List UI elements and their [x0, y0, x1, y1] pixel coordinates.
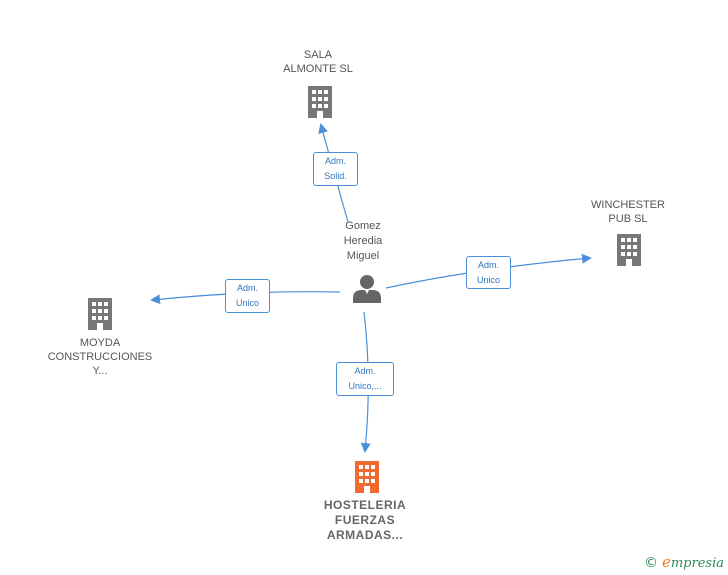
center-person-name[interactable]: Gomez Heredia Miguel — [343, 220, 383, 262]
node-label-sala[interactable]: SALA ALMONTE SL — [283, 49, 353, 75]
node-label-moyda[interactable]: MOYDA CONSTRUCCIONES Y... — [47, 337, 153, 377]
edge-label-hosteleria: Adm. Unico,... — [336, 362, 394, 396]
brand-logo-e: e — [661, 553, 671, 571]
person-icon[interactable] — [351, 273, 383, 303]
building-icon[interactable] — [305, 84, 335, 120]
brand-name: mpresia — [670, 556, 724, 571]
building-icon[interactable] — [85, 296, 115, 332]
building-icon[interactable] — [614, 232, 644, 268]
node-label-winchester[interactable]: WINCHESTER PUB SL — [591, 199, 665, 225]
building-icon-highlighted[interactable] — [352, 459, 382, 495]
edge-label-sala: Adm. Solid. — [313, 152, 358, 186]
edge-label-moyda: Adm. Unico — [225, 279, 270, 313]
edge-label-winchester: Adm. Unico — [466, 256, 511, 289]
copyright-footer: ©empresia — [644, 553, 724, 571]
node-label-hosteleria[interactable]: HOSTELERIA FUERZAS ARMADAS... — [323, 498, 407, 542]
copyright-icon: © — [643, 555, 658, 571]
